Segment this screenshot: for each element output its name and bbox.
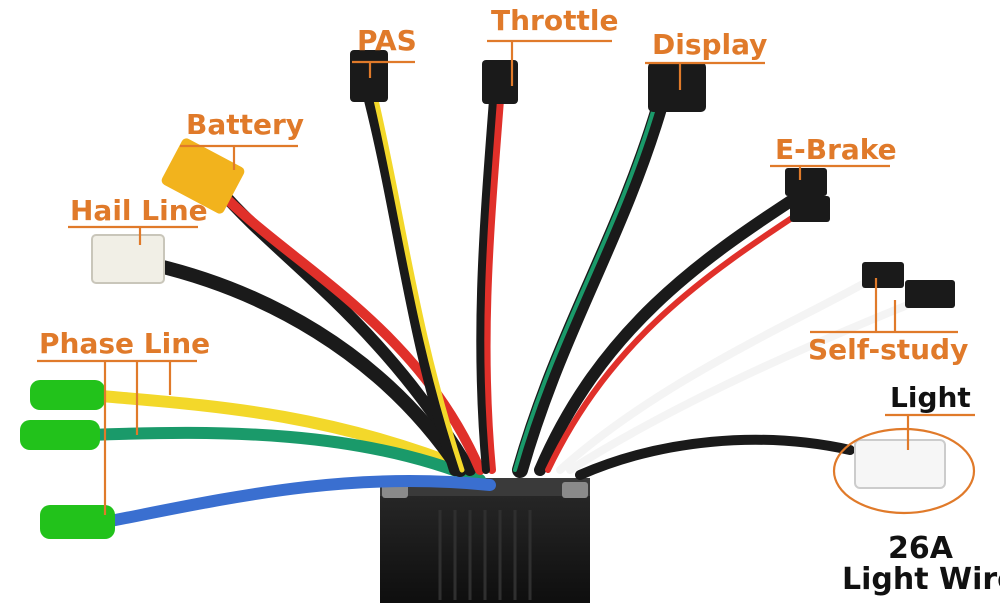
label-display: Display [652,28,768,61]
display-connector [648,62,706,112]
e-brake-connector [785,168,830,222]
label-hail-line: Hail Line [70,194,208,227]
hail-line-connector [91,234,165,284]
label-throttle: Throttle [491,4,619,37]
label-battery: Battery [186,108,305,141]
controller-body [380,478,590,603]
light-highlight-ellipse [832,427,976,515]
light-connector [854,439,946,489]
label-phase-line: Phase Line [39,327,211,360]
leader-lines [37,39,975,515]
throttle-connector [482,60,518,104]
label-rating: 26A [888,531,953,566]
label-light-wire: Light Wire [842,562,1000,597]
cable-bundle [148,94,924,480]
phase-connectors [20,380,115,539]
label-e-brake: E-Brake [775,133,897,166]
label-self-study: Self-study [808,333,969,366]
label-light: Light [890,381,971,414]
battery-connector [161,138,245,214]
label-pas: PAS [357,24,417,57]
phase-wires [84,389,496,531]
self-study-connector [862,262,955,308]
